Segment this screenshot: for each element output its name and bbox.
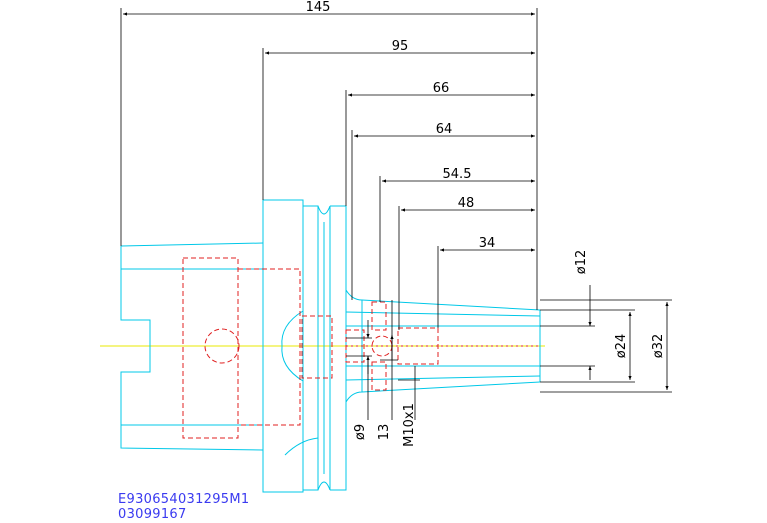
dim-label-48: 48 <box>458 196 475 211</box>
dim-label-d32: ø32 <box>651 334 666 359</box>
dim-label-95: 95 <box>392 39 409 54</box>
vertical-dimension-labels-bottom: ø9 13 M10x1 <box>353 403 417 447</box>
horizontal-dimensions <box>120 8 538 330</box>
dim-label-145: 145 <box>306 0 331 15</box>
dim-label-64: 64 <box>436 122 453 137</box>
dim-label-13: 13 <box>377 424 392 441</box>
dim-label-m10x1: M10x1 <box>402 403 417 447</box>
horizontal-dimension-labels: 145 95 66 64 54.5 48 34 <box>306 0 496 251</box>
dim-label-d9: ø9 <box>353 424 368 440</box>
dim-label-66: 66 <box>433 81 450 96</box>
vertical-dimensions-right <box>540 285 672 393</box>
dim-label-d24: ø24 <box>614 334 629 359</box>
dim-label-d12: ø12 <box>574 250 589 275</box>
vertical-dimension-labels-right: ø12 ø24 ø32 <box>574 250 666 359</box>
part-code-line2: 03099167 <box>118 507 187 522</box>
part-code-line1: E930654031295M1 <box>118 492 250 507</box>
dim-label-54-5: 54.5 <box>443 167 472 182</box>
dim-label-34: 34 <box>479 236 496 251</box>
vertical-dimensions-bottom <box>346 300 420 420</box>
